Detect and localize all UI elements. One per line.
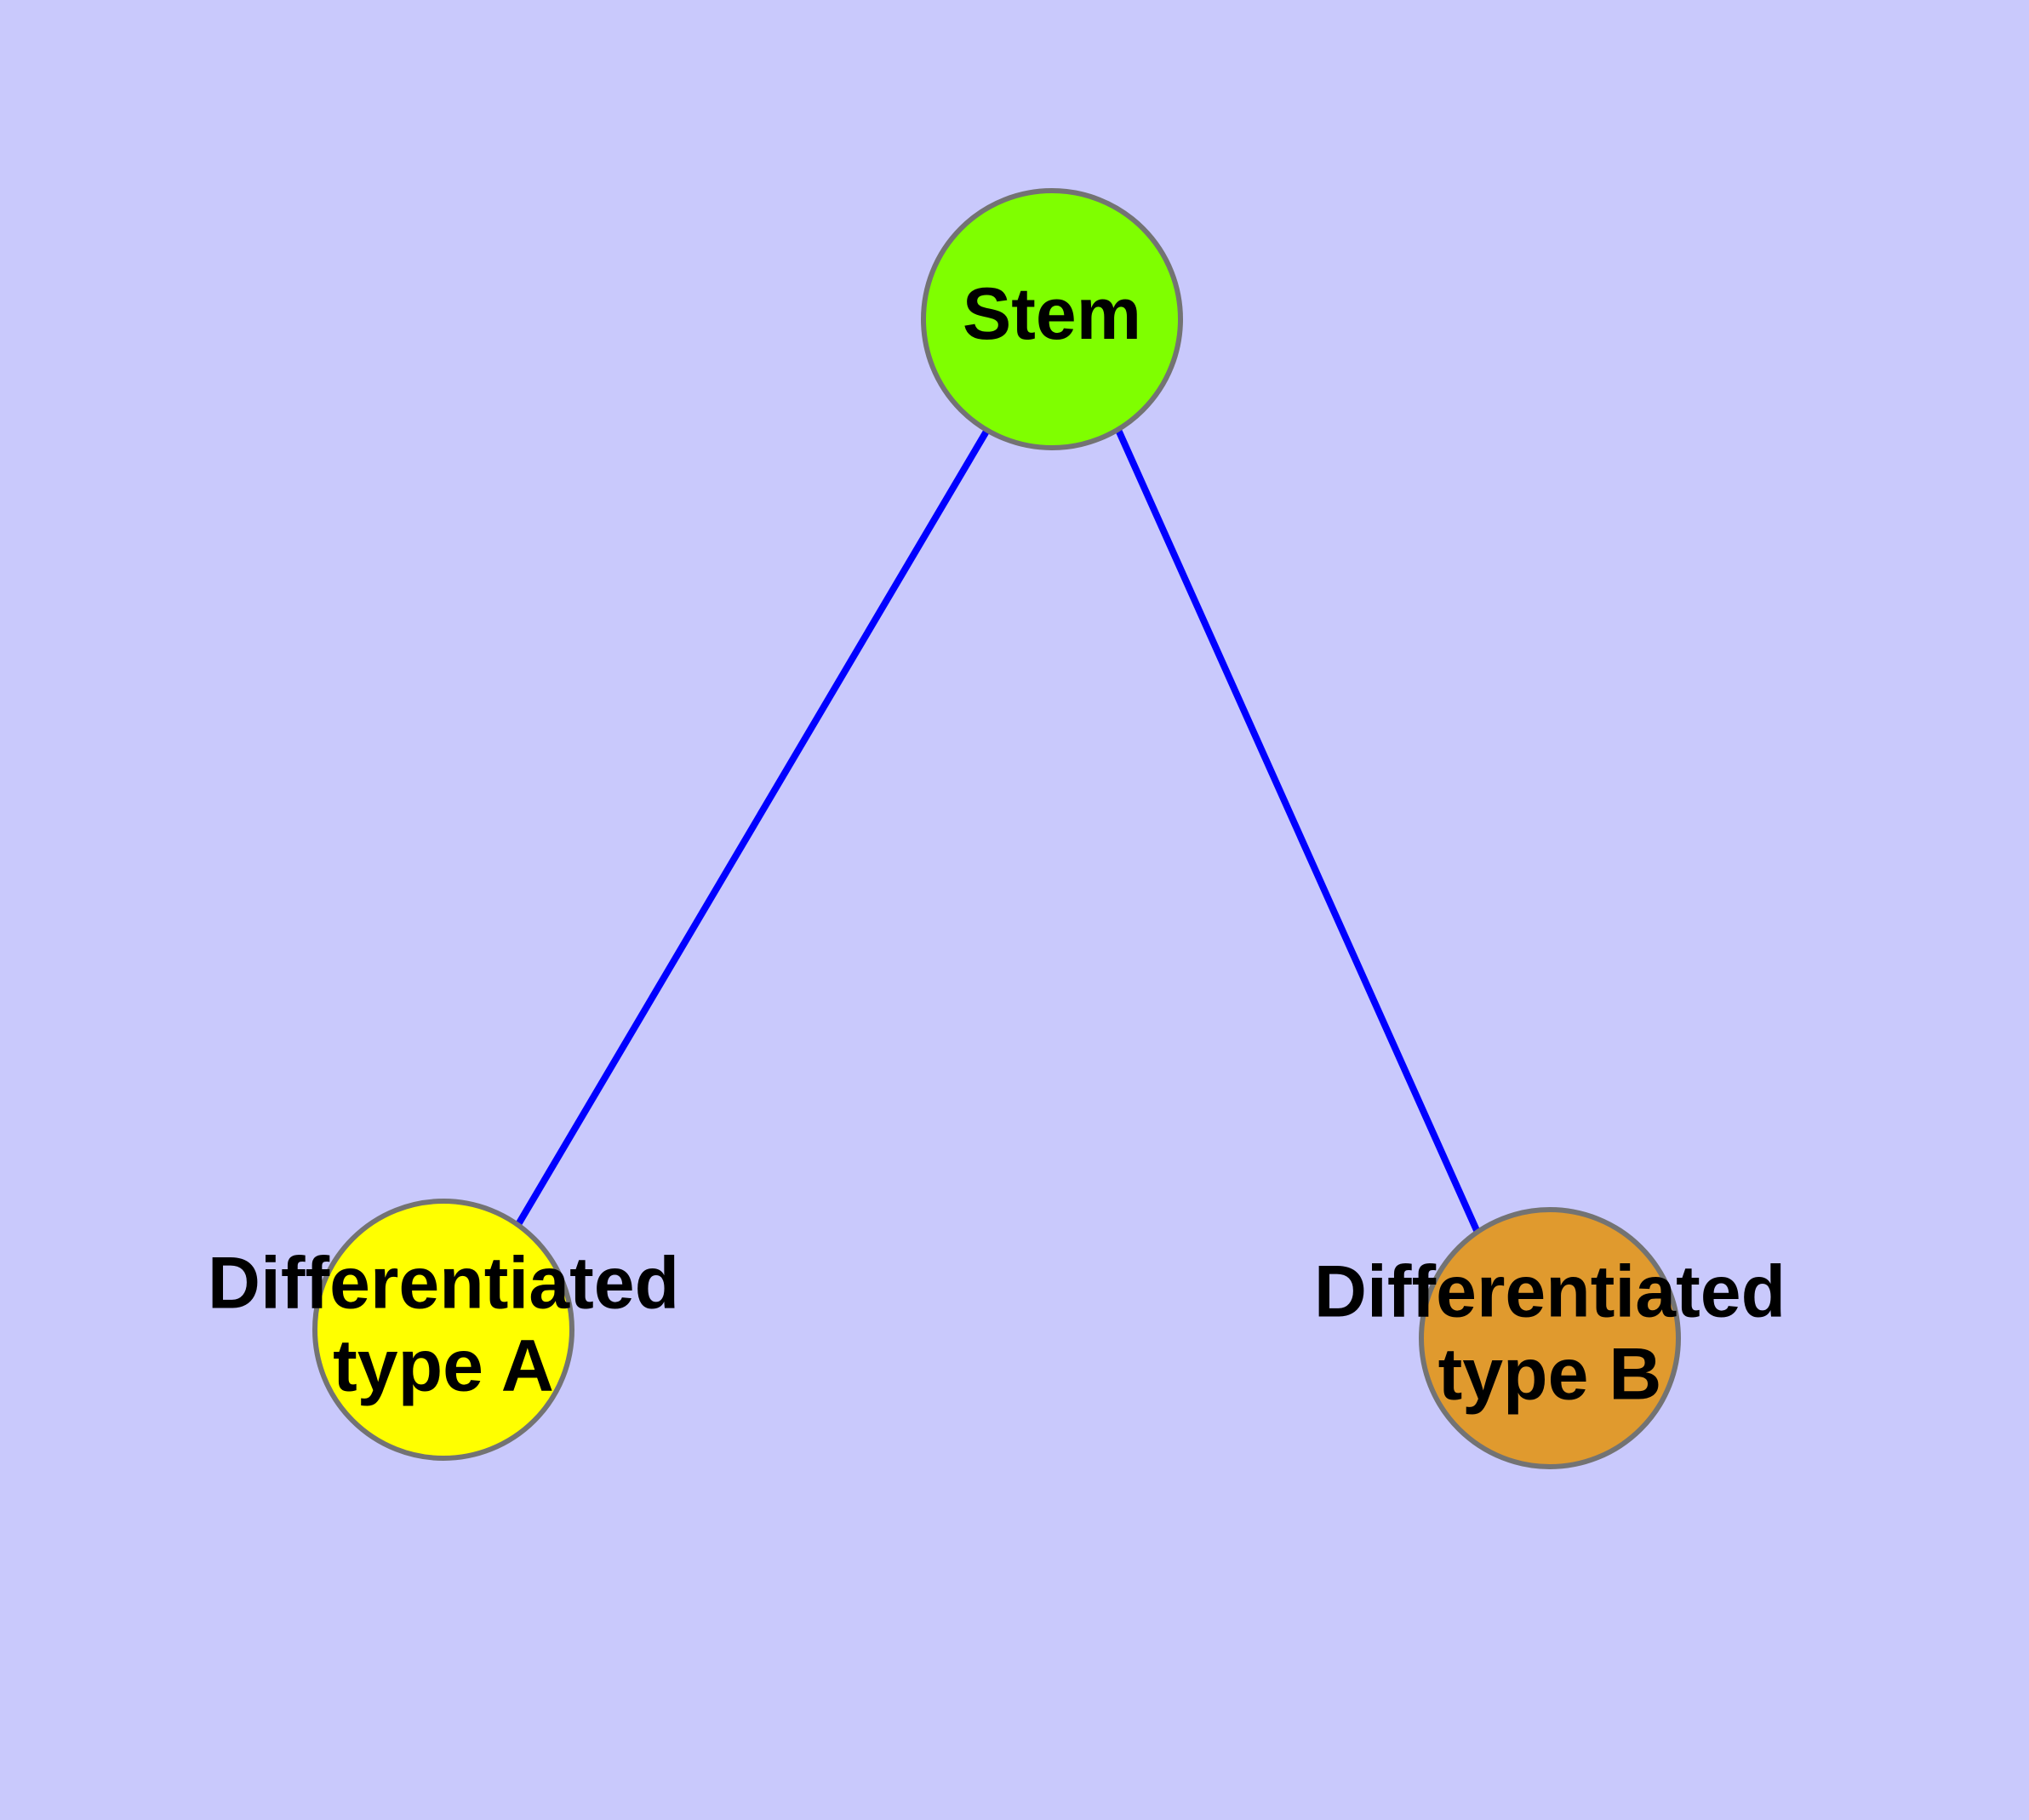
edge-stem-to-diff-a[interactable] <box>514 427 991 1228</box>
node-label-line: type B <box>1438 1333 1662 1415</box>
node-label-stem: Stem <box>963 273 1141 355</box>
node-label-line: Stem <box>963 273 1141 355</box>
nodes-layer <box>312 188 1681 1469</box>
node-diff_b[interactable] <box>1419 1207 1681 1469</box>
node-label-line: Differentiated <box>208 1242 679 1324</box>
node-label-line: type A <box>333 1325 554 1406</box>
edge-stem-to-diff-b[interactable] <box>1115 428 1483 1238</box>
node-diff_a[interactable] <box>312 1199 574 1461</box>
node-label-line: Differentiated <box>1314 1251 1786 1332</box>
edges-layer <box>514 427 1483 1238</box>
node-stem[interactable] <box>921 188 1183 450</box>
